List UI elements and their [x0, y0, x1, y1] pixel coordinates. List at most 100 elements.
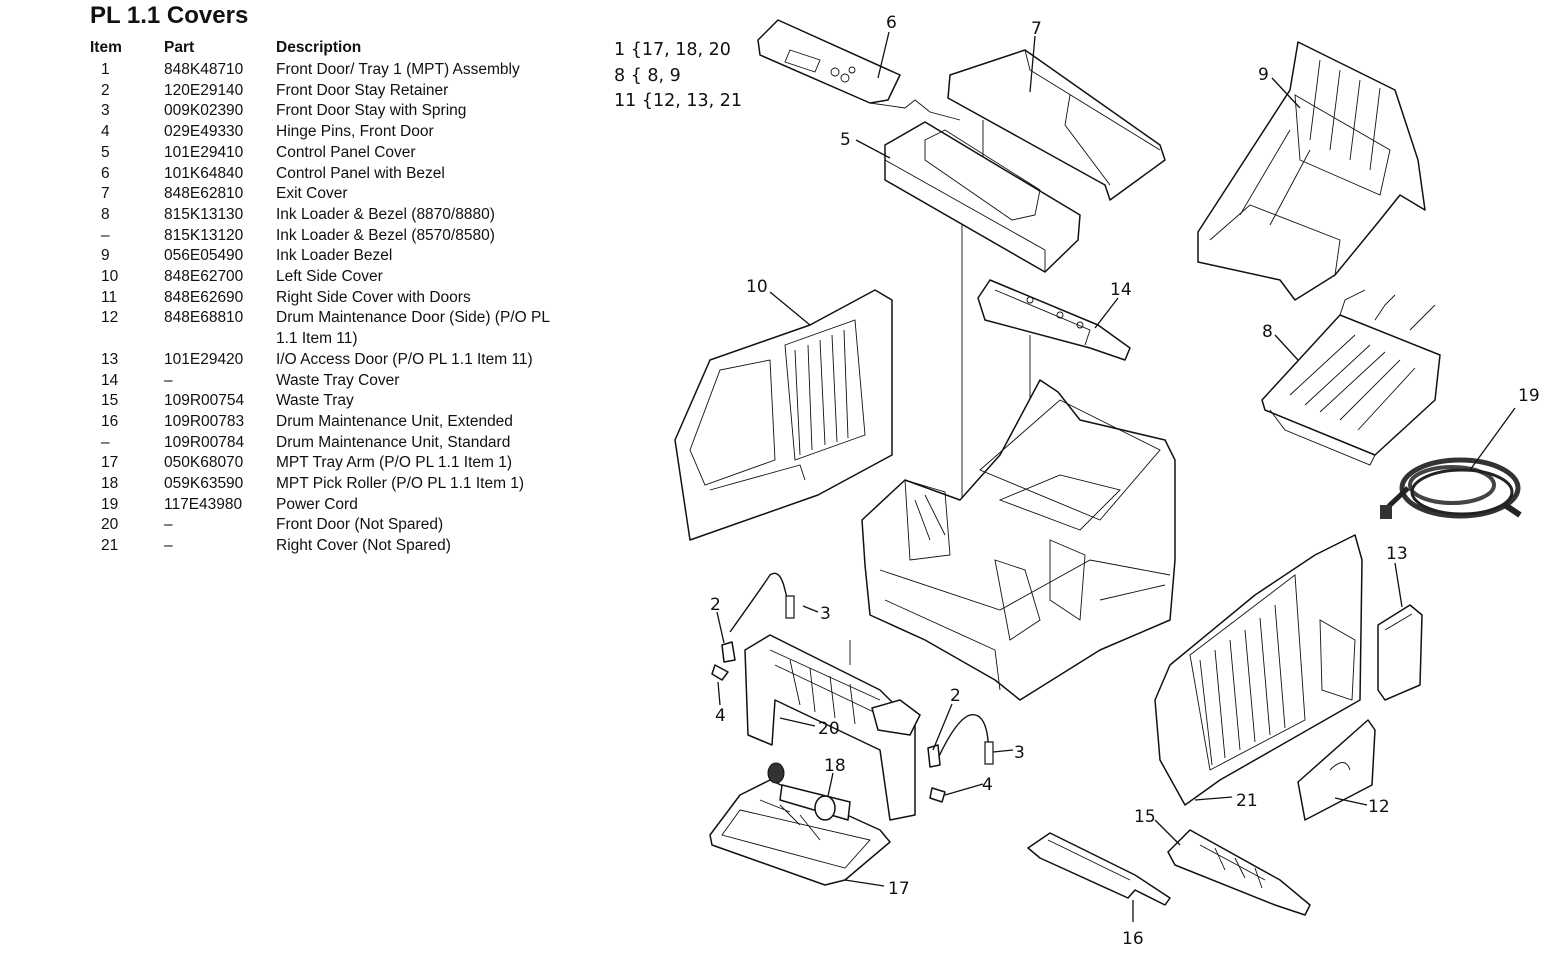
- cell-description: Front Door Stay with Spring: [276, 102, 467, 120]
- cell-item: 5: [101, 143, 110, 161]
- callout-21: 21: [1236, 791, 1258, 811]
- cell-description: Control Panel with Bezel: [276, 164, 445, 182]
- cell-description: Ink Loader & Bezel (8870/8880): [276, 205, 495, 223]
- ink-loader: [1261, 289, 1441, 466]
- cell-part: 848E62700: [164, 268, 244, 286]
- cell-part: 848E62810: [164, 185, 244, 203]
- cell-part: 815K13120: [164, 226, 244, 244]
- callout-9: 9: [1258, 65, 1269, 85]
- cell-part: –: [164, 371, 173, 389]
- group-note: 1 {17, 18, 20: [614, 40, 731, 60]
- cell-description: MPT Tray Arm (P/O PL 1.1 Item 1): [276, 454, 513, 472]
- cell-part: 059K63590: [164, 475, 244, 493]
- mpt-tray: [709, 762, 891, 886]
- callout-6: 6: [886, 13, 897, 33]
- cell-item: 3: [101, 102, 110, 120]
- cell-part: 848E62690: [164, 288, 244, 306]
- drum-maintenance-door: [1297, 719, 1376, 821]
- table-row: 14 – Waste Tray Cover: [90, 371, 551, 392]
- cell-item: 14: [101, 371, 119, 389]
- cell-part: 815K13130: [164, 205, 244, 223]
- callout-12: 12: [1368, 797, 1390, 817]
- cell-item: 16: [101, 412, 119, 430]
- cell-description: Control Panel Cover: [276, 143, 416, 161]
- group-note: 8 { 8, 9: [614, 65, 681, 86]
- cell-part: 029E49330: [164, 123, 244, 141]
- cell-part: 109R00754: [164, 392, 245, 410]
- leader-lines: [716, 31, 1516, 922]
- waste-tray-cover: [977, 279, 1131, 361]
- table-row: – 815K13120 Ink Loader & Bezel (8570/8580): [90, 226, 551, 247]
- cell-item: 9: [101, 247, 110, 265]
- callout-17: 17: [888, 879, 910, 899]
- callout-4-left: 4: [715, 706, 726, 726]
- callout-3-left: 3: [820, 604, 831, 624]
- callout-10: 10: [746, 277, 768, 297]
- table-row: 3 009K02390 Front Door Stay with Spring: [90, 101, 551, 122]
- control-panel-cover: [884, 121, 1081, 273]
- group-notes: 1 {17, 18, 20 8 { 8, 9 11 {12, 13, 21: [614, 38, 742, 115]
- printer-chassis: [861, 379, 1176, 701]
- callout-3-right: 3: [1014, 743, 1025, 763]
- cell-description: Ink Loader Bezel: [276, 247, 393, 265]
- cell-description: Drum Maintenance Unit, Standard: [276, 433, 511, 451]
- cell-description: Waste Tray Cover: [276, 371, 400, 389]
- right-side-cover: [1154, 534, 1363, 806]
- drum-maintenance-unit: [1027, 832, 1171, 906]
- front-door-stay-right: [927, 714, 994, 803]
- cell-item: 19: [101, 495, 119, 513]
- table-row: 11 848E62690 Right Side Cover with Doors: [90, 288, 551, 309]
- callout-15: 15: [1134, 807, 1156, 827]
- cell-description: Drum Maintenance Door (Side) (P/O PL 1.1…: [276, 309, 550, 348]
- callout-14: 14: [1110, 280, 1132, 300]
- cell-item: 2: [101, 81, 110, 99]
- cell-item: 21: [101, 537, 119, 555]
- io-access-door: [1377, 604, 1423, 701]
- cell-part: 009K02390: [164, 102, 244, 120]
- callout-2-right: 2: [950, 686, 961, 706]
- cell-part: 848E68810: [164, 309, 244, 327]
- cell-description: Right Side Cover with Doors: [276, 288, 471, 306]
- exit-cover: [947, 49, 1166, 201]
- cell-item: 11: [101, 288, 118, 306]
- cell-part: 101K64840: [164, 164, 244, 182]
- cell-description: Waste Tray: [276, 392, 354, 410]
- front-door-stay-left: [711, 572, 795, 681]
- cell-description: Front Door (Not Spared): [276, 516, 444, 534]
- power-cord: [1380, 457, 1522, 519]
- cell-part: 109R00783: [164, 412, 245, 430]
- callout-20: 20: [818, 719, 840, 739]
- cell-description: Exit Cover: [276, 185, 348, 203]
- cell-item: –: [101, 226, 110, 244]
- callout-19: 19: [1518, 386, 1540, 406]
- cell-item: 10: [101, 268, 119, 286]
- cell-item: 18: [101, 475, 119, 493]
- callout-18: 18: [824, 756, 846, 776]
- cell-item: –: [101, 433, 110, 451]
- callout-5: 5: [840, 130, 851, 150]
- front-door: [744, 634, 921, 821]
- cell-part: 117E43980: [164, 495, 243, 513]
- page-title: PL 1.1 Covers: [90, 2, 249, 29]
- cell-part: 101E29410: [164, 143, 244, 161]
- cell-item: 1: [101, 61, 110, 78]
- table-row: 20–Front Door (Not Spared): [90, 515, 551, 536]
- cell-part: 120E29140: [164, 81, 244, 99]
- cell-description: Ink Loader & Bezel (8570/8580): [276, 226, 495, 244]
- cell-item: 8: [101, 205, 110, 223]
- cell-item: 20: [101, 516, 119, 534]
- cell-item: 17: [101, 454, 119, 472]
- control-panel-with-bezel: [757, 19, 961, 121]
- table-header-row: Item Part Description: [90, 38, 551, 60]
- cell-item: 4: [101, 123, 110, 141]
